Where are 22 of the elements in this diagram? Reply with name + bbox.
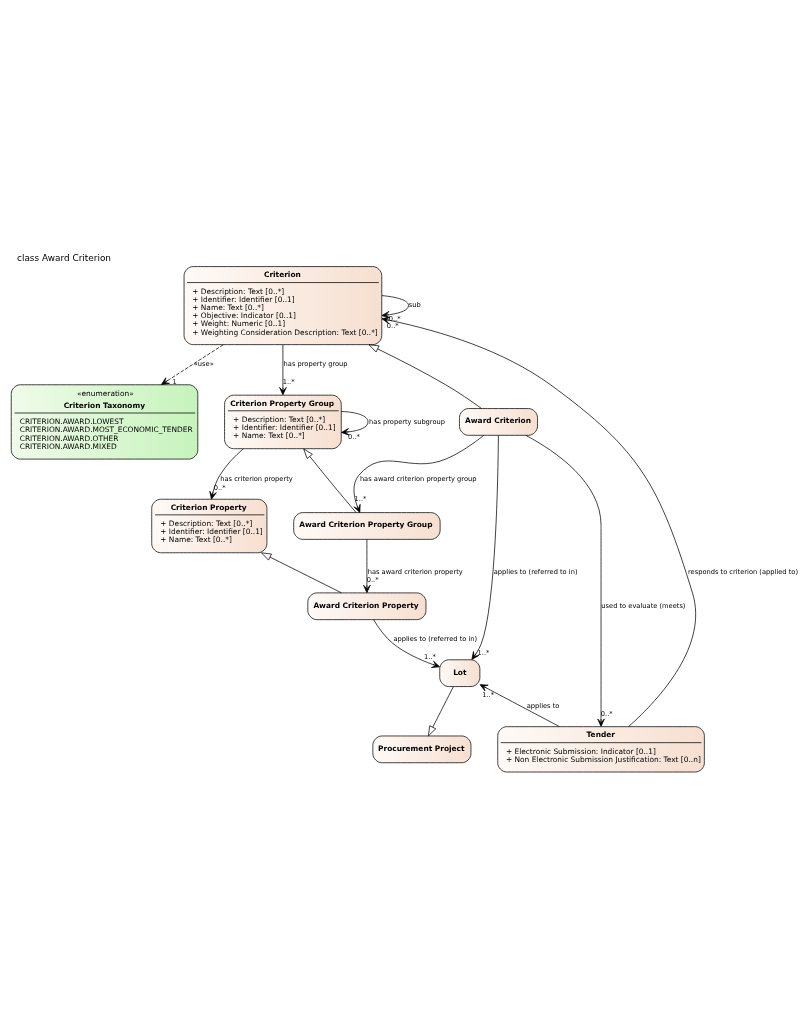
node-box: Award Criterion Property Group: [293, 511, 441, 540]
node-box: Lot: [439, 658, 481, 687]
arrow: [525, 434, 605, 727]
arrow: [368, 343, 482, 409]
arrow: [381, 316, 696, 727]
arrow: [261, 551, 342, 593]
arrow: [279, 344, 287, 395]
arrow: [373, 618, 440, 668]
arrow: [479, 683, 560, 727]
node-box: Award Criterion: [459, 407, 538, 436]
node-box: Award Criterion Property: [307, 592, 427, 620]
arrow: [381, 294, 409, 318]
arrow: [428, 685, 454, 736]
arrow: [161, 343, 224, 385]
arrow: [209, 447, 244, 500]
arrow: [341, 410, 369, 436]
arrow: [363, 538, 371, 593]
diagram-title: class Award Criterion: [17, 252, 111, 263]
arrow: [471, 434, 499, 660]
arrow: [303, 448, 357, 513]
arrow: [353, 434, 485, 513]
node-box: Procurement Project: [372, 735, 472, 763]
